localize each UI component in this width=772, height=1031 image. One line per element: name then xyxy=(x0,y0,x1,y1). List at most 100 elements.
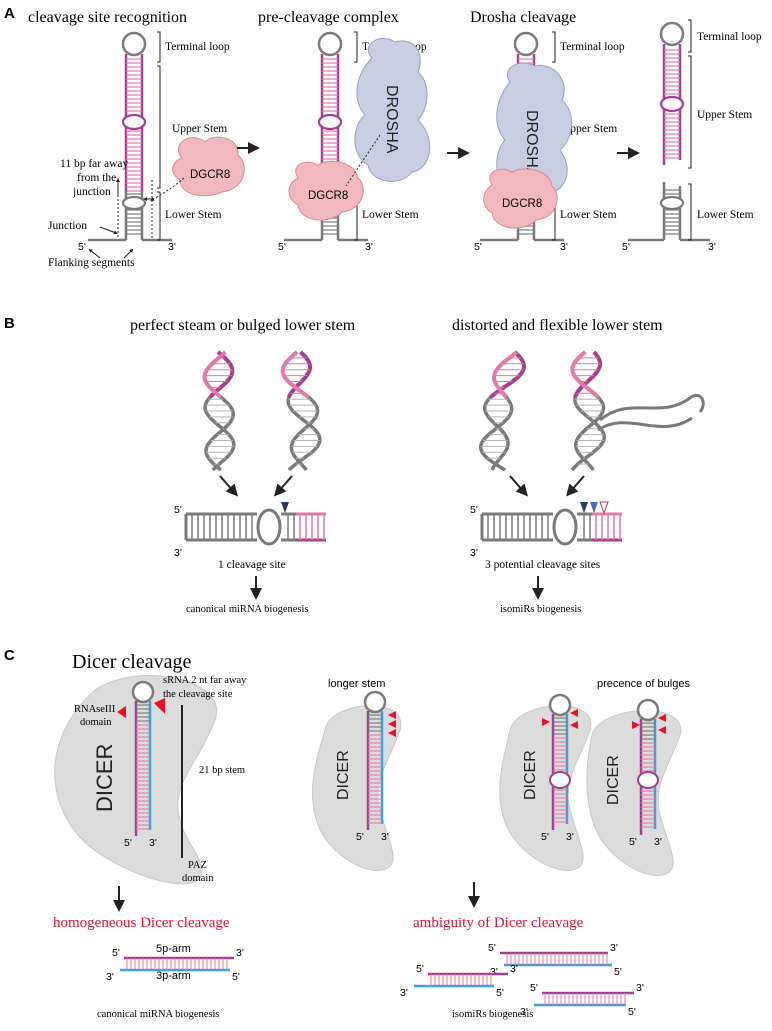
three-prime-label: 3' xyxy=(610,942,618,954)
five-prime-3: 5' xyxy=(474,241,482,253)
helix-backbone-upper xyxy=(202,350,227,399)
cut-marks-longer xyxy=(388,711,396,737)
dicer-substrate-bulge-2: 5'3' xyxy=(629,698,662,848)
cut-marks-bulges xyxy=(542,709,666,734)
dgcr8-label-3: DGCR8 xyxy=(502,198,542,210)
dicer-label-bulge-1: DICER xyxy=(522,750,539,800)
hairpin-1 xyxy=(88,31,172,242)
result-ambiguity: ambiguity of Dicer cleavage xyxy=(413,915,584,931)
three-prime-label: 3' xyxy=(400,987,408,999)
three-prime-label: 3' xyxy=(520,1006,528,1018)
stem-length-label: 21 bp stem xyxy=(199,765,245,776)
five-prime-label: 5' xyxy=(112,947,120,959)
stem-bulge xyxy=(121,113,147,131)
stem-bulge xyxy=(637,771,659,789)
heading-dicer-cleavage: Dicer cleavage xyxy=(72,651,191,673)
five-prime-label: 5' xyxy=(232,971,240,983)
helix-backbone-upper xyxy=(491,350,518,399)
five-prime-label: 5' xyxy=(124,837,132,849)
drosha-label-2: DROSHA xyxy=(383,85,400,154)
region-labels-1 xyxy=(157,31,161,241)
dgcr8-blob-2 xyxy=(288,160,364,221)
basal-junction xyxy=(659,195,685,211)
three-prime-label: 3' xyxy=(510,963,518,975)
five-prime-label: 5' xyxy=(628,1006,636,1018)
three-prime-label: 3' xyxy=(566,831,574,843)
five-prime-label: 5' xyxy=(614,966,622,978)
dicer-label-main: DICER xyxy=(92,744,117,812)
dicer-label-bulge-2: DICER xyxy=(605,755,622,805)
hairpin-4-cleaved xyxy=(628,21,710,242)
outcome-isomirs-b: isomiRs biogenesis xyxy=(500,604,581,615)
helix-arrow-4 xyxy=(566,475,585,497)
drosha-blob-2 xyxy=(354,37,431,182)
helix-arrow-1 xyxy=(219,475,238,497)
dicer-body-longer xyxy=(312,705,402,871)
srna-note-1: sRNA 2 nt far away xyxy=(163,675,247,686)
five-prime-label: 5' xyxy=(356,831,364,843)
dicer-label-longer: DICER xyxy=(335,750,352,800)
panel-b-letter: B xyxy=(4,315,15,332)
b-five-prime-2: 5' xyxy=(470,504,478,516)
panel-a-letter: A xyxy=(4,5,15,22)
label-three-sites: 3 potential cleavage sites xyxy=(485,559,601,571)
flexible-flank xyxy=(597,416,693,432)
three-prime-label: 3' xyxy=(236,947,244,959)
cleavage-site-marker xyxy=(281,502,289,513)
label-upper-stem-3: Upper Stem xyxy=(562,123,617,135)
stem-bulge xyxy=(659,95,685,113)
paz-label-2: domain xyxy=(182,873,214,884)
label-lower-stem-4: Lower Stem xyxy=(697,209,754,221)
paz-label-1: PAZ xyxy=(188,860,207,871)
arm-3p-label: 3p-arm xyxy=(156,970,191,982)
arm-5p-label: 5p-arm xyxy=(156,943,191,955)
heading-drosha-cleavage: Drosha cleavage xyxy=(470,9,576,26)
helix-models xyxy=(202,350,705,472)
panel-c-letter: C xyxy=(4,647,15,664)
three-prime-label: 3' xyxy=(381,831,389,843)
outcome-isomirs-c: isomiRs biogenesis xyxy=(452,1009,533,1020)
dgcr8-blob-1 xyxy=(172,136,245,197)
terminal-loop xyxy=(659,21,685,47)
flexible-flank xyxy=(599,393,705,422)
linear-duplex-2 xyxy=(480,508,622,546)
label-lower-stem-1: Lower Stem xyxy=(165,209,222,221)
stem-bulge xyxy=(549,771,571,789)
five-prime-4: 5' xyxy=(622,241,630,253)
linear-duplex-1 xyxy=(184,508,326,546)
b-three-prime-2: 3' xyxy=(470,547,478,559)
region-labels-4 xyxy=(688,19,692,241)
three-prime-label: 3' xyxy=(490,966,498,978)
dgcr8-binding-arrow xyxy=(150,177,185,202)
rnase-label-2: domain xyxy=(80,717,112,728)
label-junction: Junction xyxy=(48,220,87,232)
terminal-loop xyxy=(131,680,155,704)
helix-backbone-upper xyxy=(286,350,312,399)
three-prime-label: 3' xyxy=(106,971,114,983)
five-prime-label: 5' xyxy=(629,836,637,848)
terminal-loop xyxy=(363,690,387,714)
product-duplexes: 5'3'3'5'5'3'3'5'5'3'3'5'5'3'3'5' xyxy=(106,942,644,1018)
dicer-substrate-bulge-1: 5' 3' xyxy=(541,693,574,843)
terminal-loop xyxy=(513,31,539,57)
helix-arrow-2 xyxy=(274,475,293,497)
longer-stem-label: longer stem xyxy=(328,678,385,690)
outcome-canonical-c: canonical miRNA biogenesis xyxy=(97,1009,219,1020)
label-terminal-loop-1: Terminal loop xyxy=(165,41,230,53)
heading-perfect-stem: perfect steam or bulged lower stem xyxy=(130,317,356,334)
cleavage-site-marker-2 xyxy=(590,502,598,513)
three-prime-4: 3' xyxy=(708,241,716,253)
distance-note-line-3: junction xyxy=(72,186,111,198)
dicer-substrate-longer: 5' 3' xyxy=(356,690,389,843)
label-upper-stem-1: Upper Stem xyxy=(172,123,227,135)
dgcr8-label-1: DGCR8 xyxy=(190,169,230,181)
five-prime-label: 5' xyxy=(488,942,496,954)
dicer-body-bulge-2 xyxy=(586,710,682,876)
five-prime-label: 5' xyxy=(541,831,549,843)
drosha-label-3: DROSHA xyxy=(523,110,540,179)
distance-note-line-2: from the xyxy=(77,172,116,184)
helix-backbone-upper xyxy=(573,350,603,398)
helix-arrow-3 xyxy=(509,475,528,497)
srna-note-2: the cleavage site xyxy=(163,689,233,700)
